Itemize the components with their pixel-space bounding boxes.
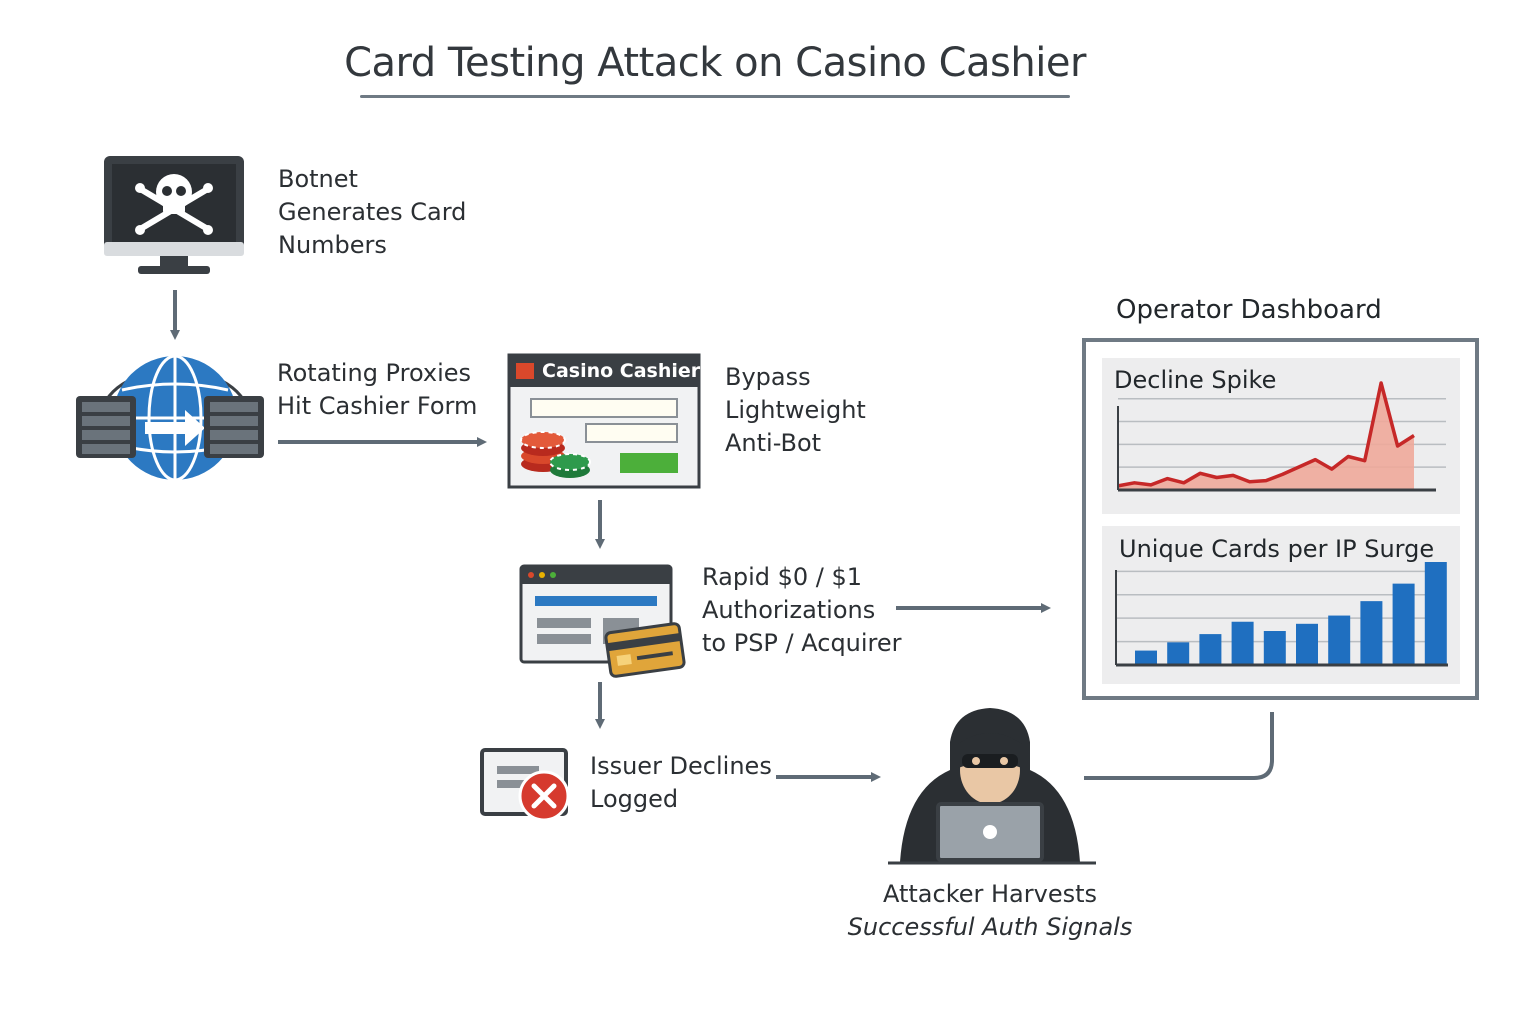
hooded-attacker-icon bbox=[888, 708, 1096, 865]
connector-dashboard-to-attacker bbox=[1084, 712, 1274, 780]
step-botnet-label: Botnet Generates Card Numbers bbox=[278, 163, 466, 262]
unique-cards-chart bbox=[1115, 562, 1448, 667]
attacker-line-1: Attacker Harvests bbox=[882, 880, 1098, 908]
error-window-icon bbox=[480, 748, 570, 822]
page-title: Card Testing Attack on Casino Cashier bbox=[344, 40, 1086, 86]
bypass-line-1: Bypass bbox=[725, 363, 811, 391]
botnet-line-3: Numbers bbox=[278, 231, 387, 259]
declines-line-1: Issuer Declines bbox=[590, 752, 772, 780]
bypass-line-2: Lightweight bbox=[725, 396, 866, 424]
step-bypass-label: Bypass Lightweight Anti-Bot bbox=[725, 361, 866, 460]
browser-card-icon bbox=[519, 564, 686, 678]
auth-line-3: to PSP / Acquirer bbox=[702, 629, 902, 657]
cashier-submit-button bbox=[620, 453, 678, 473]
decline-spike-chart bbox=[1117, 381, 1446, 492]
attacker-line-2: Successful Auth Signals bbox=[847, 913, 1133, 941]
declines-line-2: Logged bbox=[590, 785, 679, 813]
bar bbox=[1263, 631, 1286, 665]
decline-series-line bbox=[1117, 381, 1415, 488]
bar bbox=[1296, 623, 1318, 665]
casino-cashier-window bbox=[507, 353, 701, 489]
auth-line-1: Rapid $0 / $1 bbox=[702, 563, 863, 591]
dashboard-title: Operator Dashboard bbox=[1116, 295, 1382, 325]
bar bbox=[1135, 650, 1157, 665]
step-authorizations-label: Rapid $0 / $1 Authorizations to PSP / Ac… bbox=[702, 561, 902, 660]
step-declines-label: Issuer Declines Logged bbox=[590, 750, 772, 816]
operator-dashboard bbox=[1082, 338, 1479, 700]
bar bbox=[1199, 634, 1222, 665]
decline-panel-title: Decline Spike bbox=[1114, 366, 1277, 394]
bar bbox=[1392, 583, 1415, 665]
proxies-line-2: Hit Cashier Form bbox=[277, 392, 478, 420]
bar bbox=[1167, 642, 1190, 665]
casino-chips-icon bbox=[520, 431, 591, 478]
skull-monitor-icon bbox=[104, 156, 244, 274]
cards-panel-title: Unique Cards per IP Surge bbox=[1119, 535, 1435, 563]
bar bbox=[1231, 621, 1254, 665]
proxies-line-1: Rotating Proxies bbox=[277, 359, 472, 387]
title-underline bbox=[360, 95, 1070, 98]
auth-line-2: Authorizations bbox=[702, 596, 876, 624]
bar bbox=[1360, 601, 1383, 665]
cashier-accent-square bbox=[516, 363, 534, 379]
step-proxies-label: Rotating Proxies Hit Cashier Form bbox=[277, 357, 477, 423]
botnet-line-2: Generates Card bbox=[278, 198, 467, 226]
cashier-header: Casino Cashier bbox=[542, 360, 701, 382]
globe-servers-icon bbox=[76, 354, 264, 482]
bypass-line-3: Anti-Bot bbox=[725, 429, 822, 457]
step-attacker-label: Attacker Harvests Successful Auth Signal… bbox=[840, 878, 1140, 944]
bar bbox=[1424, 562, 1447, 665]
bar bbox=[1328, 615, 1351, 665]
botnet-line-1: Botnet bbox=[278, 165, 358, 193]
